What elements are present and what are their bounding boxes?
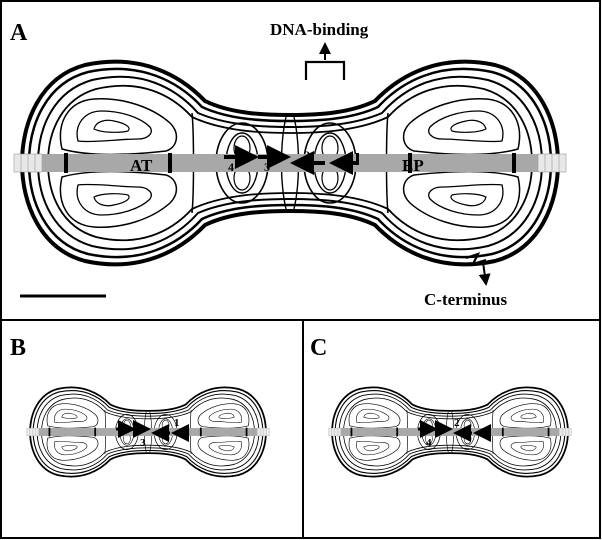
panel-c: C 4 2 <box>310 335 572 478</box>
panel-b: B 3 1 <box>10 335 270 478</box>
panel-a-label-ep: EP <box>402 156 424 175</box>
panel-c-number-4: 4 <box>426 437 432 449</box>
c-terminus-label: C-terminus <box>424 290 507 309</box>
panel-a-letter: A <box>10 20 28 46</box>
arrow-number-4: 4 <box>228 160 234 174</box>
arrow-number-2: 2 <box>304 148 310 162</box>
panel-c-number-2: 2 <box>454 417 460 429</box>
panel-b-number-3: 3 <box>140 437 146 449</box>
arrow-1-bar <box>356 153 359 165</box>
dna-binding-label: DNA-binding <box>270 20 369 39</box>
dna-binding-bracket <box>304 60 346 80</box>
panel-a-label-at: AT <box>130 156 153 175</box>
panel-b-number-1: 1 <box>174 417 180 429</box>
panel-b-letter: B <box>10 335 26 361</box>
arrow-number-3: 3 <box>264 160 270 174</box>
c-terminus-arrow <box>478 261 491 286</box>
c-terminus-bracket <box>465 252 487 266</box>
panel-a: A AT EP 4 3 2 DNA-binding C-terminus <box>10 20 567 309</box>
panel-c-letter: C <box>310 335 327 361</box>
